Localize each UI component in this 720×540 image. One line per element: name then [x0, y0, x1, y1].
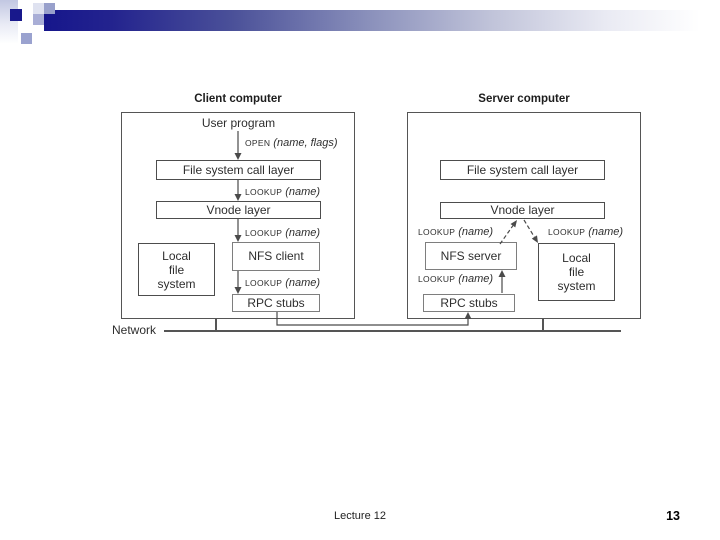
- local-fs-line: Local: [162, 248, 191, 263]
- lookup-op: LOOKUP: [245, 278, 283, 288]
- server-computer-title: Server computer: [478, 93, 570, 105]
- lookup-args: (name): [458, 273, 494, 285]
- network-line: [164, 319, 621, 332]
- local-fs-line: system: [557, 279, 596, 293]
- lookup-op: LOOKUP: [548, 227, 586, 237]
- open-op: OPEN: [245, 138, 271, 148]
- client-lookup-label-3: LOOKUP (name): [245, 277, 320, 289]
- network-label: Network: [112, 323, 157, 337]
- lookup-args: (name): [285, 227, 321, 239]
- header-gradient-bar: [44, 10, 720, 31]
- client-vnode-layer-box: Vnode layer: [156, 201, 321, 219]
- lookup-op: LOOKUP: [418, 227, 456, 237]
- client-local-file-system-box: Local file system: [138, 243, 215, 296]
- deco-square-bluegray: [44, 3, 55, 14]
- open-args: (name, flags): [273, 137, 338, 149]
- server-file-system-call-layer-box: File system call layer: [440, 160, 605, 180]
- client-lookup-label-2: LOOKUP (name): [245, 227, 320, 239]
- deco-square-navy: [10, 9, 22, 21]
- lookup-op: LOOKUP: [418, 274, 456, 284]
- server-lookup-label-downcall: LOOKUP (name): [548, 226, 623, 238]
- client-lookup-label-1: LOOKUP (name): [245, 186, 320, 198]
- nfs-client-box: NFS client: [232, 242, 320, 271]
- client-rpc-stubs-box: RPC stubs: [232, 294, 320, 312]
- client-computer-title: Client computer: [194, 93, 282, 105]
- open-call-label: OPEN (name, flags): [245, 137, 338, 149]
- client-file-system-call-layer-box: File system call layer: [156, 160, 321, 180]
- local-fs-line: system: [157, 276, 196, 291]
- server-vnode-layer-box: Vnode layer: [440, 202, 605, 219]
- lookup-args: (name): [458, 226, 494, 238]
- header-side-strip: [0, 0, 18, 44]
- server-rpc-stubs-box: RPC stubs: [423, 294, 515, 312]
- server-lookup-label-upcall: LOOKUP (name): [418, 226, 493, 238]
- local-fs-line: file: [168, 262, 185, 277]
- deco-square-lavender-small: [21, 33, 32, 44]
- deco-square-lavender: [33, 14, 44, 25]
- lookup-args: (name): [588, 226, 624, 238]
- footer-lecture-label: Lecture 12: [334, 510, 386, 522]
- deco-square-light: [33, 3, 44, 14]
- lookup-op: LOOKUP: [245, 228, 283, 238]
- client-computer-box: [121, 112, 355, 319]
- nfs-server-box: NFS server: [425, 242, 517, 270]
- local-fs-line: Local: [562, 251, 591, 265]
- server-computer-box: [407, 112, 641, 319]
- slide-page-number: 13: [666, 509, 680, 523]
- lookup-op: LOOKUP: [245, 187, 283, 197]
- local-fs-line: file: [568, 265, 585, 279]
- lookup-args: (name): [285, 186, 321, 198]
- user-program-label: User program: [201, 116, 276, 130]
- server-lookup-label-rpc: LOOKUP (name): [418, 273, 493, 285]
- server-local-file-system-box: Local file system: [538, 243, 615, 301]
- lookup-args: (name): [285, 277, 321, 289]
